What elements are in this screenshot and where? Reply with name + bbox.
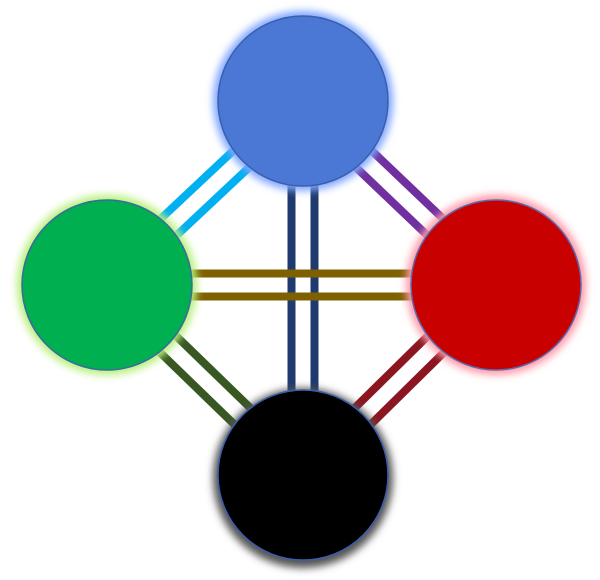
node-circle xyxy=(217,389,389,561)
node-circle xyxy=(217,15,389,187)
node-circle xyxy=(410,199,582,371)
node-bottom xyxy=(213,388,393,568)
node-right xyxy=(406,195,586,375)
nodes-layer xyxy=(17,11,586,568)
node-left xyxy=(17,195,197,375)
node-circle xyxy=(21,199,193,371)
node-top xyxy=(213,11,393,191)
